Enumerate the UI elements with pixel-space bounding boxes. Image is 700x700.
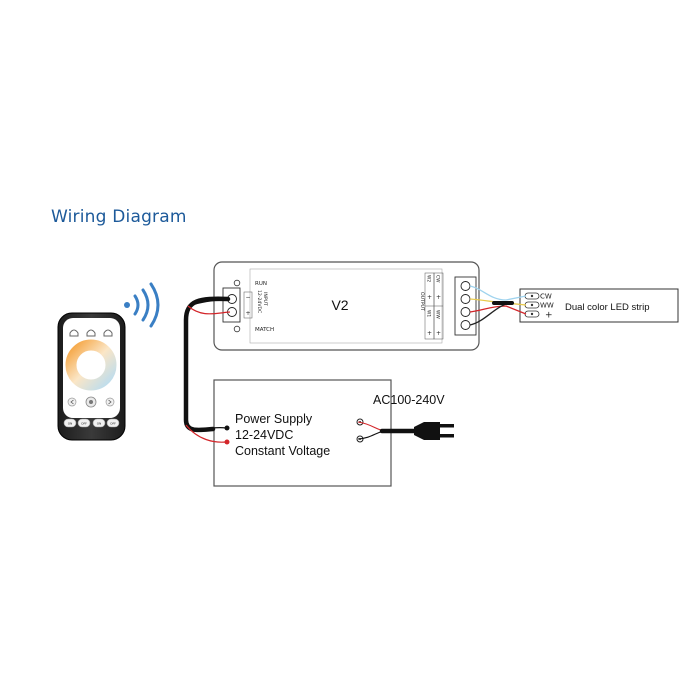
remote-button-label: OFF [81,422,87,426]
terminal-ww-label: WW [435,310,441,319]
controller-model: V2 [331,297,348,313]
remote-arrow-row [67,396,115,408]
output-wires [469,285,527,326]
led-strip-label: Dual color LED strip [565,302,649,313]
match-button[interactable] [233,325,241,333]
wireless-signal-icon [124,282,160,328]
remote-bottom-buttons[interactable]: ON OFF ON OFF [63,418,120,428]
ac-power-plug [357,421,454,440]
input-terminal-block: − + INPUT 12-24VDC [222,287,268,323]
run-label: RUN [255,281,267,287]
terminal-w2-label: W2 [426,275,432,282]
remote-button-label: ON [68,422,73,426]
remote-button-label: ON [97,422,102,426]
diagram-title: Wiring Diagram [51,207,187,227]
input-plus-label: + [245,310,250,317]
terminal-plus-label: + [436,330,441,337]
strip-pin-plus: + [545,311,553,321]
terminal-plus-label: + [427,294,432,301]
dc-wires [183,296,231,443]
zone-icons [69,329,113,337]
power-supply: Power Supply 12-24VDC Constant Voltage [213,379,392,487]
input-voltage-label: 12-24VDC [256,290,262,313]
strip-pin-cw: CW [540,293,552,301]
power-supply-voltage: 12-24VDC [235,428,293,442]
remote-button-label: OFF [110,422,116,426]
terminal-plus-label: + [427,330,432,337]
input-minus-label: − [245,294,250,301]
terminal-plus-label: + [436,294,441,301]
v2-controller: V2 RUN MATCH − + INPUT 12-24VDC OUTPUT W… [213,261,480,351]
led-strip-pads [524,292,540,318]
power-supply-name: Power Supply [235,412,313,426]
strip-pin-ww: WW [540,302,554,310]
remote-control: ON OFF ON OFF [57,312,126,441]
power-supply-type: Constant Voltage [235,444,330,458]
match-label: MATCH [255,327,274,333]
output-terminal-labels: OUTPUT W2 CW + + W1 WW + + [419,272,444,340]
run-indicator [233,279,241,287]
terminal-w1-label: W1 [426,310,432,317]
output-terminal-block [454,276,477,336]
input-label: INPUT [262,292,268,306]
output-label: OUTPUT [419,292,425,311]
ac-input-label: AC100-240V [373,393,445,407]
terminal-cw-label: CW [435,275,441,283]
led-strip: CW WW + Dual color LED strip [519,288,679,323]
color-temperature-wheel[interactable] [65,339,117,391]
